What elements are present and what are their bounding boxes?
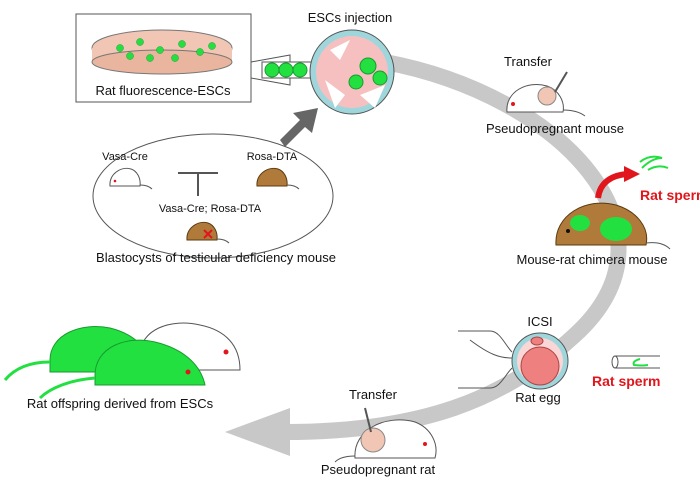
icsi-label: ICSI [527, 314, 552, 329]
offspring-label: Rat offspring derived from ESCs [27, 396, 214, 411]
rat-sperm-top-label: Rat sperm [640, 187, 700, 203]
blastocysts-label: Blastocysts of testicular deficiency mou… [96, 250, 336, 265]
transfer-mouse-label: Transfer [504, 54, 553, 69]
rosa-dta-label: Rosa-DTA [247, 151, 298, 163]
rat-sperm-bottom-label: Rat sperm [592, 373, 660, 389]
rat-egg-icon [511, 332, 569, 390]
breeding-panel: Vasa-Cre Rosa-DTA Vasa-Cre; Rosa-DTA [92, 133, 334, 259]
dish-label: Rat fluorescence-ESCs [95, 83, 231, 98]
blastocyst-injection [261, 29, 395, 115]
injection-label: ESCs injection [308, 10, 393, 25]
cross-label: Vasa-Cre; Rosa-DTA [159, 203, 262, 215]
rat-egg-label: Rat egg [515, 390, 561, 405]
pseudopregnant-mouse-icon [506, 71, 586, 117]
chimera-label: Mouse-rat chimera mouse [517, 252, 668, 267]
injection-pipette [611, 355, 660, 369]
transfer-rat-label: Transfer [349, 387, 398, 402]
dish-panel: Rat fluorescence-ESCs [75, 13, 291, 103]
pseudopregnant-mouse-label: Pseudopregnant mouse [486, 121, 624, 136]
chimera-mouse-icon [555, 202, 671, 250]
pseudopregnant-rat-label: Pseudopregnant rat [321, 462, 436, 477]
vasa-cre-label: Vasa-Cre [102, 151, 148, 163]
holding-pipette [458, 330, 513, 389]
cycle-arrowhead [225, 408, 290, 456]
pseudopregnant-rat-icon [334, 407, 437, 463]
sperm-icon [639, 155, 669, 171]
cycle-arrow [284, 54, 627, 440]
offspring-rats-icon [3, 322, 241, 400]
dark-arrow-icon [280, 108, 318, 147]
